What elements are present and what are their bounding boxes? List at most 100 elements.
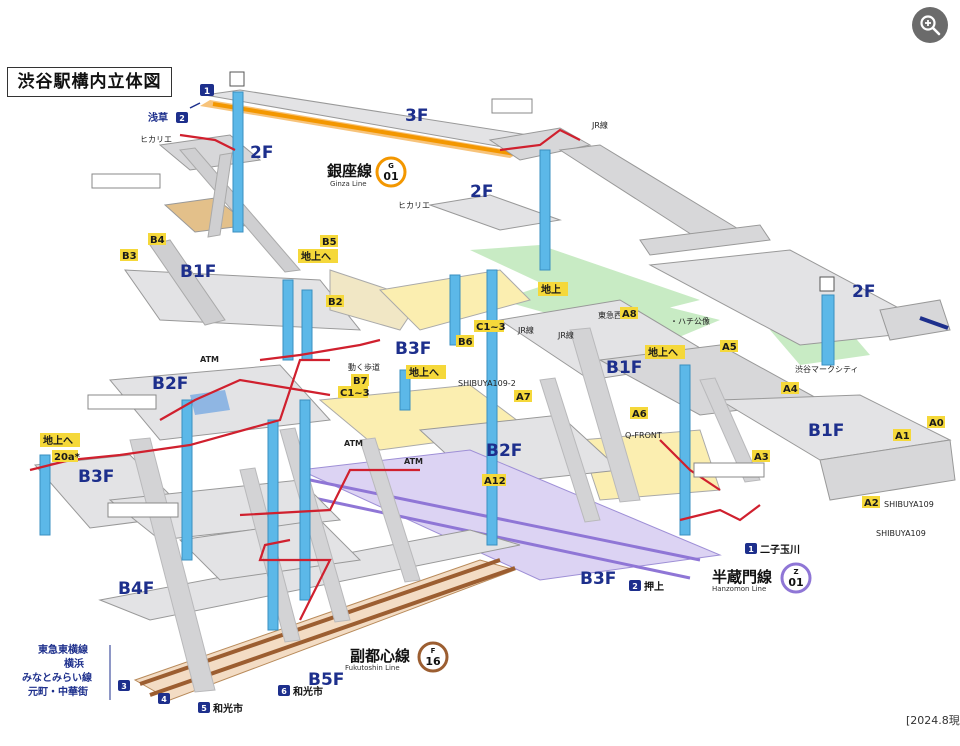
accessible-routes <box>29 128 761 621</box>
platform-2-hanzomon: 2 <box>632 582 638 591</box>
floor-b2f-mid-label: B2F <box>486 441 522 461</box>
fuku-5-dest: 和光市 <box>212 702 243 715</box>
platform-5-fukutoshin: 5 <box>201 704 207 713</box>
shibuya109-label: SHIBUYA109 <box>876 529 926 538</box>
qfront-label: Q-FRONT <box>625 431 662 440</box>
hachiko-label: ・ハチ公像 <box>670 316 710 326</box>
exit-a4: A4 <box>783 384 798 395</box>
platform-4-fukutoshin: 4 <box>161 695 167 704</box>
toyoko-line-2: 横浜 <box>64 657 84 670</box>
floor-2f-mid-right <box>428 144 951 346</box>
exit-badges: B3 B4 B5 B2 B6 B7 C1~3 C1~3 A0 A1 A2 A3 … <box>52 233 945 509</box>
exit-a0: A0 <box>929 418 944 429</box>
platform-markers: 1 浅草 2 1 二子玉川 2 押上 3 4 5 和光市 6 和光市 東急東横線… <box>22 84 800 715</box>
jr-label-1: JR線 <box>591 120 608 130</box>
floor-b1f-left-label: B1F <box>180 262 216 282</box>
ginza-code-num: 01 <box>383 170 398 183</box>
shibuya-mark-label: 渋谷マークシティ <box>795 364 859 374</box>
floor-b4f-label: B4F <box>118 579 154 599</box>
hanzomon-line-en: Hanzomon Line <box>712 585 766 593</box>
asakusa-label: 浅草 <box>148 111 168 124</box>
floor-2f-left <box>158 134 301 273</box>
exit-c13-b: C1~3 <box>476 322 506 333</box>
fukutoshin-line-en: Fukutoshin Line <box>345 664 400 672</box>
zoom-in-icon <box>920 15 941 36</box>
moving-walkway-label: 動く歩道 <box>348 362 380 372</box>
floor-b3f-mid-label: B3F <box>395 339 431 359</box>
floor-labels: 3F 2F 2F 2F B1F B1F B1F B2F B2F B3F B3F … <box>78 106 875 690</box>
date-note: [2024.8現 <box>906 714 960 727</box>
to-ground-4: 地上へ <box>648 346 678 359</box>
exit-b4: B4 <box>150 235 165 246</box>
exit-a12: A12 <box>484 476 506 487</box>
jr-label-3: JR線 <box>557 330 574 340</box>
exit-c13-a: C1~3 <box>340 388 370 399</box>
hanzomon-1-dest: 二子玉川 <box>760 544 800 556</box>
ginza-code-letter: G <box>388 162 394 170</box>
ginza-line-name: 銀座線 <box>327 162 372 180</box>
fukutoshin-code-num: 16 <box>425 655 441 668</box>
floor-2f-mid-label: 2F <box>470 182 493 202</box>
shibuya109-a2-label: SHIBUYA109 <box>884 500 934 509</box>
floor-b1f-right-label: B1F <box>808 421 844 441</box>
exit-a5: A5 <box>722 342 737 353</box>
facility-icons <box>87 71 835 518</box>
exit-a2: A2 <box>864 498 879 509</box>
platform-6-fukutoshin: 6 <box>281 687 287 696</box>
fuku-6-dest: 和光市 <box>292 685 323 698</box>
exit-b2: B2 <box>328 297 343 308</box>
floor-b1f-mid-label: B1F <box>606 358 642 378</box>
to-ground-1: 地上へ <box>301 250 331 263</box>
platform-1-ginza: 1 <box>204 87 210 97</box>
exit-a6: A6 <box>632 409 647 420</box>
exit-b3: B3 <box>122 251 137 262</box>
toyoko-line-3: みなとみらい線 <box>22 671 92 684</box>
exit-a8: A8 <box>622 309 637 320</box>
shibuya109-2-label: SHIBUYA109-2 <box>458 379 516 388</box>
to-ground-3: 地上へ <box>409 366 439 379</box>
floor-b3f-left-label: B3F <box>78 467 114 487</box>
ginza-line-badge: 銀座線 Ginza Line G 01 <box>327 156 407 188</box>
exit-b5: B5 <box>322 237 337 248</box>
platform-3-fukutoshin: 3 <box>121 682 127 691</box>
hanzomon-line-name: 半蔵門線 <box>712 568 772 586</box>
exit-a7: A7 <box>516 392 531 403</box>
elevator-shafts <box>39 91 835 631</box>
hanzomon-code-num: 01 <box>788 576 803 589</box>
map-title: 渋谷駅構内立体図 <box>7 67 172 97</box>
ground-label: 地上 <box>541 283 561 296</box>
fukutoshin-line-badge: 副都心線 Fukutoshin Line F 16 <box>345 641 449 673</box>
ginza-line-en: Ginza Line <box>330 180 367 188</box>
place-labels: ヒカリエ ヒカリエ JR線 JR線 JR線 ・ハチ公像 東急西館 渋谷マークシテ… <box>140 120 934 538</box>
fukutoshin-line-name: 副都心線 <box>350 647 410 665</box>
toyoko-line-4: 元町・中華街 <box>28 685 88 698</box>
platform-2-ginza: 2 <box>179 114 185 123</box>
atm-label-3: ATM <box>404 457 423 466</box>
floor-3f: 3F <box>405 106 428 126</box>
floor-b2f-left-label: B2F <box>152 374 188 394</box>
fukutoshin-code-letter: F <box>431 647 436 655</box>
floor-2f-right-label: 2F <box>852 282 875 302</box>
platform-1-hanzomon: 1 <box>748 545 754 554</box>
exit-20a: 20a* <box>54 452 81 463</box>
toyoko-line-1: 東急東横線 <box>38 643 88 656</box>
hanzomon-line-badge: 半蔵門線 Hanzomon Line Z 01 <box>712 562 812 594</box>
atm-label-1: ATM <box>200 355 219 364</box>
hanzomon-2-dest: 押上 <box>644 580 664 593</box>
exit-b7: B7 <box>353 376 368 387</box>
jr-label-2: JR線 <box>517 325 534 335</box>
exit-a1: A1 <box>895 431 910 442</box>
floor-b5f-label: B5F <box>308 670 344 690</box>
tokyu-nishi-label: 東急西館 <box>598 310 630 320</box>
exit-a3: A3 <box>754 452 769 463</box>
floor-2f-left-label: 2F <box>250 143 273 163</box>
hanzomon-code-letter: Z <box>793 568 798 576</box>
hikarie-label-1: ヒカリエ <box>140 135 172 144</box>
to-ground-labels: 地上へ 地上へ 地上へ 地上へ 地上 <box>40 249 685 447</box>
hikarie-label-2: ヒカリエ <box>398 201 430 210</box>
zoom-in-button[interactable] <box>912 7 948 43</box>
atm-label-2: ATM <box>344 439 363 448</box>
to-ground-2: 地上へ <box>43 434 73 447</box>
floor-b3f-bottom-label: B3F <box>580 569 616 589</box>
